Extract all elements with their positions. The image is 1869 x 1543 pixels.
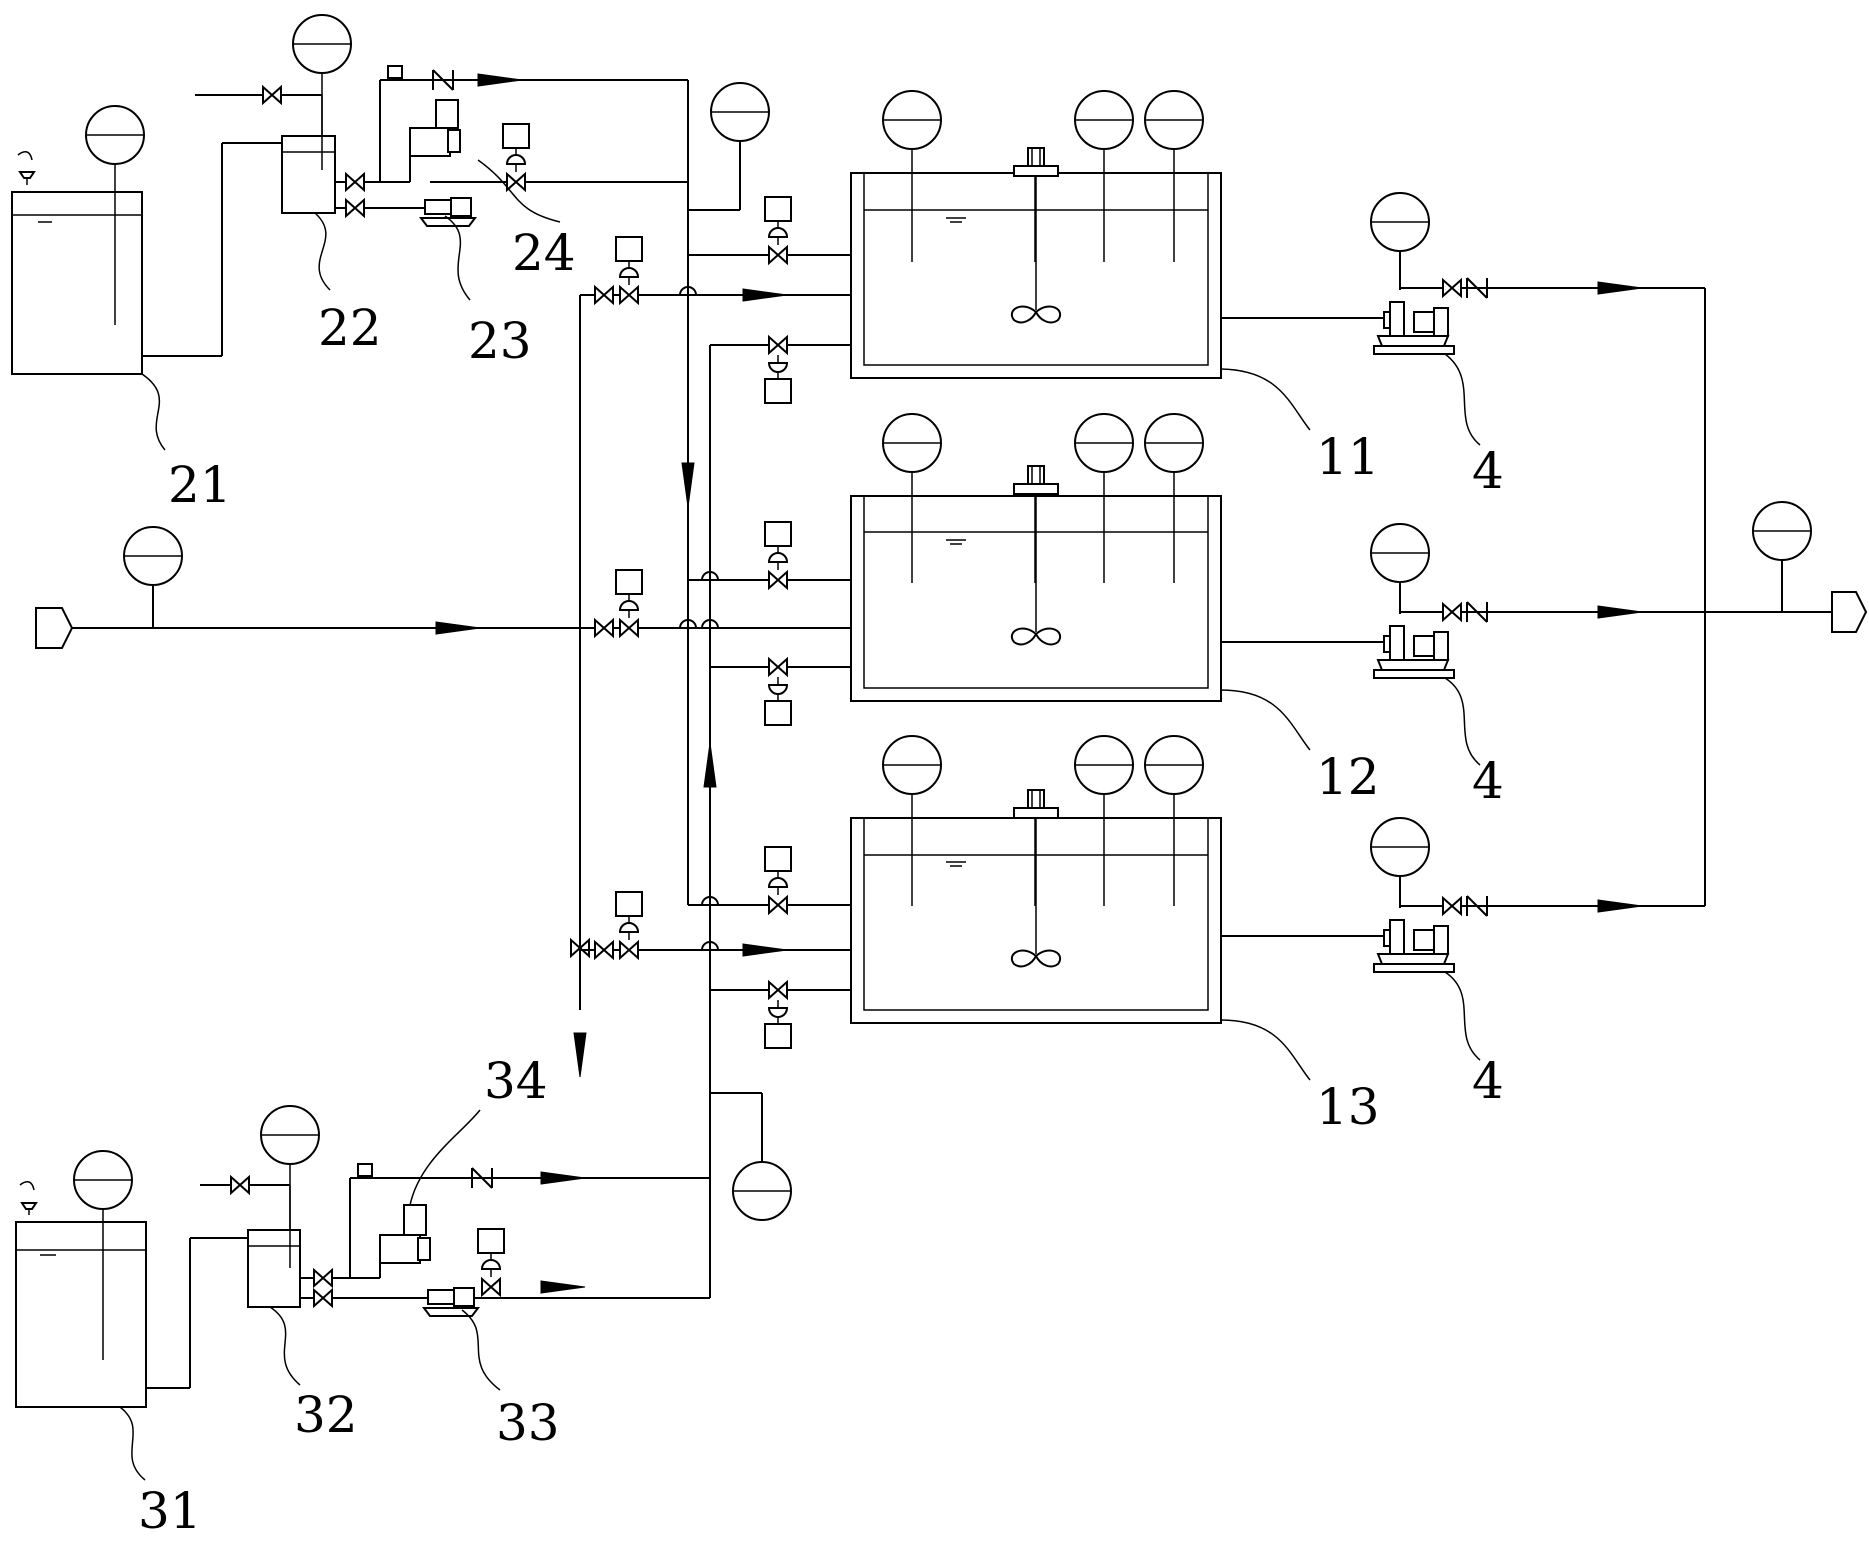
gauge-icon	[1370, 523, 1430, 583]
pump-33	[423, 1287, 479, 1317]
gauge-icon	[1144, 413, 1204, 473]
gate-valve-icon	[230, 1176, 250, 1194]
control-valve-icon	[619, 619, 639, 637]
connector-icon	[1831, 591, 1868, 633]
label-23: 23	[468, 312, 532, 370]
pump-23	[420, 197, 476, 227]
pump-4-a	[1373, 301, 1455, 355]
label-4-b: 4	[1472, 752, 1504, 810]
mixing-tank-11	[850, 90, 1222, 379]
pump-4-c	[1373, 919, 1455, 973]
gauge-icon	[292, 14, 352, 74]
gate-valve-icon	[262, 86, 282, 104]
gauge-icon	[1144, 735, 1204, 795]
gate-valve-icon	[1442, 897, 1462, 915]
gauge-icon	[710, 82, 770, 142]
control-valve-icon	[481, 1278, 501, 1296]
gauge-icon	[882, 90, 942, 150]
gauge-icon	[123, 526, 183, 586]
gauge-icon	[882, 735, 942, 795]
label-12: 12	[1316, 748, 1380, 806]
label-13: 13	[1316, 1078, 1380, 1136]
label-31: 31	[138, 1482, 202, 1540]
control-valve-icon	[619, 286, 639, 304]
label-4-a: 4	[1472, 442, 1504, 500]
pump-4-b	[1373, 625, 1455, 679]
mixing-tank-13	[850, 735, 1222, 1024]
control-valve-icon	[768, 981, 788, 999]
gauge-icon	[1752, 501, 1812, 561]
label-4-c: 4	[1472, 1052, 1504, 1110]
labels: 21 22 23 24 11 12 13 4 4 4 31 32 33 34	[138, 224, 1504, 1540]
vessel-21	[11, 105, 145, 375]
label-22: 22	[318, 299, 382, 357]
gate-valve-icon	[313, 1269, 333, 1287]
mixing-tank-12	[850, 413, 1222, 702]
gate-valve-icon	[594, 619, 614, 637]
gauge-icon	[1144, 90, 1204, 150]
gauge-icon	[1074, 735, 1134, 795]
label-11: 11	[1316, 428, 1380, 486]
pump-24	[409, 99, 461, 157]
gauge-icon	[882, 413, 942, 473]
gate-valve-icon	[1442, 279, 1462, 297]
control-valve-icon	[768, 896, 788, 914]
gauge-icon	[1074, 90, 1134, 150]
gate-valve-icon	[313, 1289, 333, 1307]
funnel-icon	[18, 171, 36, 179]
gate-valve-icon	[345, 199, 365, 217]
gate-valve-icon	[1442, 603, 1462, 621]
gauge-icon	[73, 1150, 133, 1210]
vessel-32	[247, 1105, 320, 1308]
label-32: 32	[294, 1386, 358, 1444]
control-valve-icon	[768, 336, 788, 354]
vessel-31	[15, 1150, 147, 1408]
connector-icon	[35, 607, 74, 649]
gauge-icon	[1074, 413, 1134, 473]
gauge-icon	[1370, 192, 1430, 252]
label-33: 33	[496, 1394, 560, 1452]
gauge-icon	[260, 1105, 320, 1165]
label-34: 34	[484, 1052, 548, 1110]
label-24: 24	[512, 224, 576, 282]
gauge-icon	[732, 1161, 792, 1221]
label-21: 21	[168, 456, 232, 514]
funnel-icon	[20, 1202, 38, 1210]
gate-valve-icon	[345, 173, 365, 191]
control-valve-icon	[768, 571, 788, 589]
control-valve-icon	[619, 941, 639, 959]
control-valve-icon	[506, 173, 526, 191]
gate-valve-icon	[594, 286, 614, 304]
gauge-icon	[1370, 817, 1430, 877]
gauge-icon	[85, 105, 145, 165]
vessel-22	[281, 14, 352, 214]
control-valve-icon	[768, 658, 788, 676]
pump-34	[379, 1204, 431, 1264]
gate-valve-icon	[594, 941, 614, 959]
control-valve-icon	[768, 246, 788, 264]
